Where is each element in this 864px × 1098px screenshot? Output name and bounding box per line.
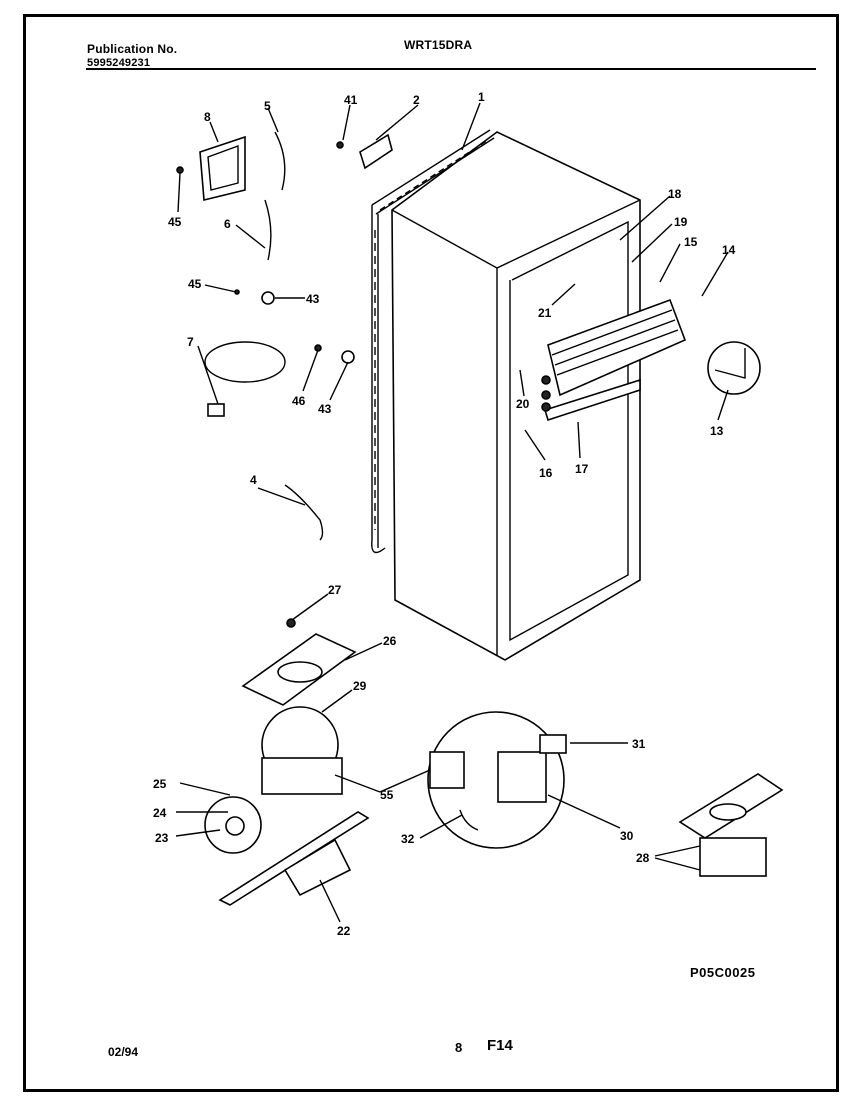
callout-13: 13	[710, 424, 724, 438]
condenser-coil	[371, 129, 495, 554]
publication-date: 02/94	[108, 1045, 139, 1059]
callout-8: 8	[204, 110, 211, 124]
callout-23: 23	[155, 831, 169, 845]
callout-25: 25	[153, 777, 167, 791]
evaporator	[541, 298, 687, 422]
callout-46: 46	[292, 394, 306, 408]
callout-43-a: 43	[306, 292, 320, 306]
model-number: WRT15DRA	[404, 38, 473, 52]
publication-number: 5995249231	[87, 57, 151, 69]
callout-19: 19	[674, 215, 688, 229]
small-parts-upper-left	[176, 131, 393, 541]
detail-bubble-13	[707, 341, 761, 395]
callout-31: 31	[632, 737, 646, 751]
callout-29: 29	[353, 679, 367, 693]
callout-5: 5	[264, 99, 271, 113]
callout-7: 7	[187, 335, 194, 349]
figure-number: F14	[487, 1037, 513, 1054]
callout-20: 20	[516, 397, 530, 411]
callout-18: 18	[668, 187, 682, 201]
leader-lines	[175, 102, 729, 923]
callout-22: 22	[337, 924, 351, 938]
callout-6: 6	[224, 217, 231, 231]
callout-27: 27	[328, 583, 342, 597]
callout-4: 4	[250, 473, 257, 487]
callout-26: 26	[383, 634, 397, 648]
callout-1: 1	[478, 90, 485, 104]
callout-45-a: 45	[168, 215, 182, 229]
refrigerator-cabinet	[391, 131, 641, 661]
callout-21: 21	[538, 306, 552, 320]
callout-30: 30	[620, 829, 634, 843]
callout-32: 32	[401, 832, 415, 846]
callout-16: 16	[539, 466, 553, 480]
page-border	[23, 14, 839, 1092]
callout-15: 15	[684, 235, 698, 249]
callout-17: 17	[575, 462, 589, 476]
callout-45-b: 45	[188, 277, 202, 291]
compressor-assembly	[204, 618, 370, 906]
compressor-right	[678, 773, 784, 877]
publication-label: Publication No.	[87, 42, 178, 56]
callout-24: 24	[153, 806, 167, 820]
callout-28: 28	[636, 851, 650, 865]
page-number: 8	[455, 1040, 463, 1055]
electrical-detail-bubble	[427, 711, 567, 849]
drawing-code: P05C0025	[690, 965, 756, 980]
header-rule	[86, 68, 816, 70]
callout-labels: 1 2 41 5 8 45 6 45 43 7 46 43 4 27 26 29…	[153, 90, 736, 938]
callout-14: 14	[722, 243, 736, 257]
callout-41: 41	[344, 93, 358, 107]
callout-55: 55	[380, 788, 394, 802]
callout-43-b: 43	[318, 402, 332, 416]
callout-2: 2	[413, 93, 420, 107]
